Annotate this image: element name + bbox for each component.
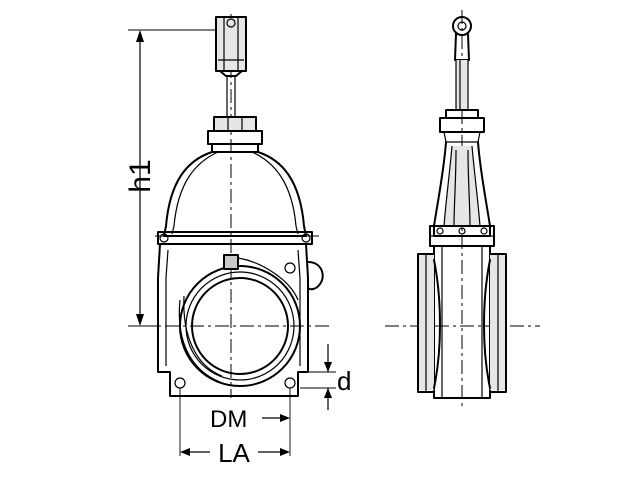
front-view	[140, 14, 330, 398]
spindle-clevis	[215, 16, 247, 77]
bonnet-flange	[157, 231, 313, 245]
d-label: d	[337, 366, 351, 396]
side-gland	[439, 109, 485, 143]
side-flange	[429, 225, 495, 247]
la-label: LA	[218, 438, 250, 468]
side-bonnet	[433, 141, 491, 237]
dimensions: h1 d DM LA	[124, 29, 351, 468]
h1-label: h1	[124, 159, 157, 192]
side-view	[385, 10, 540, 410]
stuffing-box	[207, 116, 263, 153]
bonnet	[163, 151, 307, 237]
side-flange-left	[417, 253, 441, 393]
side-rod	[455, 60, 469, 110]
wedge-nut	[223, 254, 299, 301]
dm-label: DM	[210, 406, 247, 433]
dimension-d: d	[300, 344, 351, 410]
side-flange-right	[483, 253, 507, 393]
dimension-la: LA	[180, 438, 290, 468]
dimension-dm: DM	[179, 388, 291, 456]
bore	[178, 265, 301, 387]
spindle-rod	[226, 76, 236, 118]
dimension-h1: h1	[124, 29, 216, 327]
